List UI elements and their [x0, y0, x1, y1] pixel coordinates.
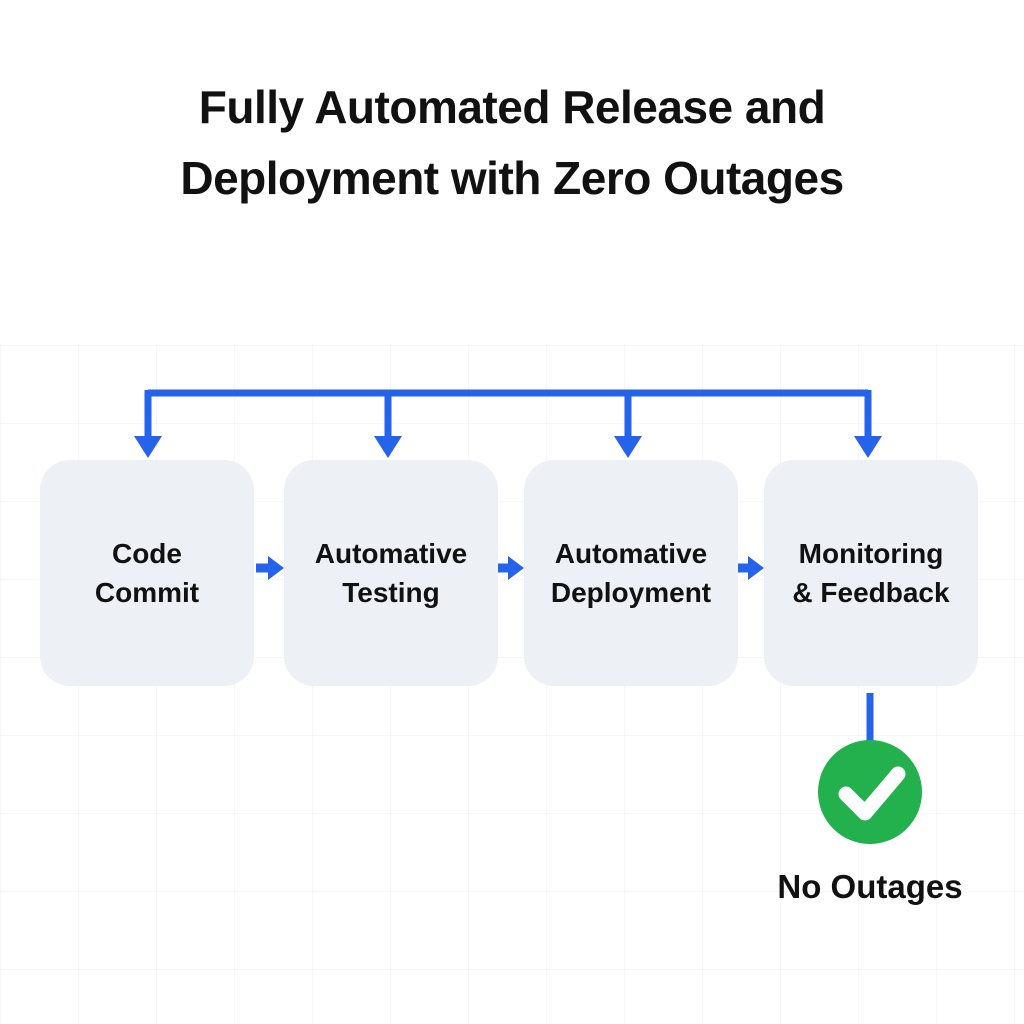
title-line-1: Fully Automated Release and [198, 81, 826, 133]
step-label-line-2: Testing [342, 577, 440, 608]
step-label: Automative Testing [315, 534, 467, 612]
arrow-right-icon [268, 556, 284, 580]
step-automative-testing: Automative Testing [284, 460, 498, 686]
arrow-down-icon [614, 436, 642, 458]
diagram-title: Fully Automated Release and Deployment w… [0, 72, 1024, 215]
step-automative-deployment: Automative Deployment [524, 460, 738, 686]
step-label: Monitoring & Feedback [792, 534, 949, 612]
arrow-right-icon [508, 556, 524, 580]
arrow-down-icon [374, 436, 402, 458]
step-label-line-2: & Feedback [792, 577, 950, 608]
step-monitoring-feedback: Monitoring & Feedback [764, 460, 978, 686]
title-line-2: Deployment with Zero Outages [180, 152, 844, 205]
step-label: Code Commit [95, 534, 199, 612]
arrow-down-icon [854, 436, 882, 458]
result-label: No Outages [777, 868, 963, 905]
step-label-line-1: Automative [314, 537, 468, 569]
step-label-line-1: Code [111, 537, 182, 569]
step-label-line-2: Commit [94, 577, 200, 608]
step-code-commit: Code Commit [40, 460, 254, 686]
arrow-down-icon [134, 436, 162, 458]
step-label-line-1: Automative [554, 537, 708, 569]
step-label-line-1: Monitoring [798, 537, 944, 569]
step-label: Automative Deployment [551, 534, 711, 612]
check-icon [818, 740, 922, 844]
step-label-line-2: Deployment [550, 577, 712, 608]
arrow-right-icon [748, 556, 764, 580]
check-glyph [838, 766, 906, 821]
